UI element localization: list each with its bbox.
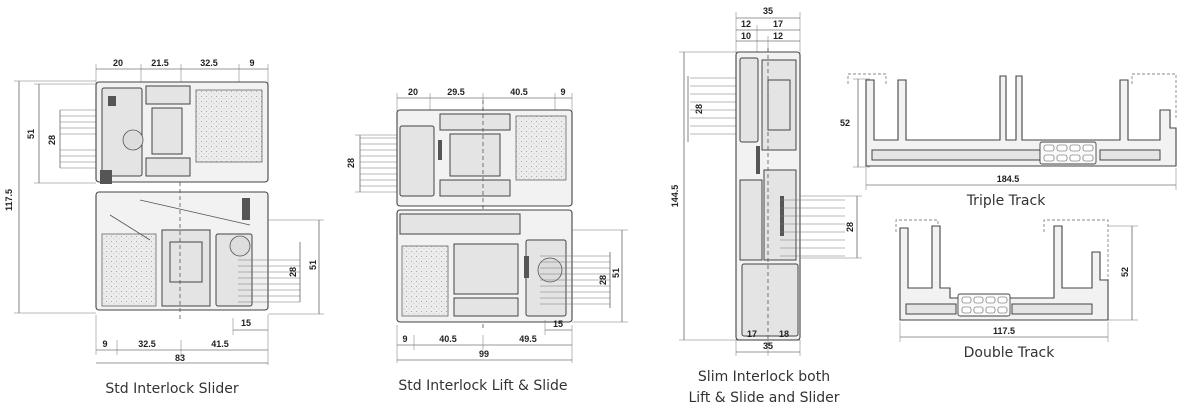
dim-label: 35 (763, 6, 773, 16)
caption-std-interlock-lift-slide: Std Interlock Lift & Slide (398, 378, 567, 394)
dim-label: 51 (26, 129, 36, 139)
double-track-profile (895, 219, 1109, 321)
dim-label: 15 (241, 318, 251, 328)
diagram-std-interlock-slider: 20 21.5 32.5 9 117.5 51 28 (4, 58, 324, 397)
caption-triple-track: Triple Track (966, 193, 1047, 209)
dim-label: 52 (840, 118, 850, 128)
left-dimensions: 28 (346, 134, 400, 193)
dim-label: 32.5 (138, 339, 156, 349)
dim-label: 49.5 (519, 334, 537, 344)
slim-frame-profile (735, 48, 801, 345)
dim-label: 184.5 (997, 174, 1020, 184)
caption-double-track: Double Track (964, 345, 1056, 361)
dim-label: 9 (249, 58, 254, 68)
caption-slim-interlock-line1: Slim Interlock both (698, 369, 830, 385)
dim-label: 28 (47, 135, 57, 145)
dim-label: 51 (611, 268, 621, 278)
width-dimension: 184.5 (865, 168, 1177, 190)
glazing-lower (238, 259, 300, 303)
dim-label: 52 (1120, 267, 1130, 277)
dim-label: 21.5 (151, 58, 169, 68)
dim-label: 28 (288, 267, 298, 277)
bottom-dimensions: 15 9 32.5 41.5 83 (95, 315, 269, 365)
dim-label: 144.5 (670, 185, 680, 208)
dim-label: 9 (402, 334, 407, 344)
dim-label: 9 (102, 339, 107, 349)
dim-label: 40.5 (510, 87, 528, 97)
dim-label: 41.5 (211, 339, 229, 349)
dim-label: 28 (694, 104, 704, 114)
right-dimensions: 51 28 (572, 229, 628, 323)
dim-label: 12 (773, 31, 783, 41)
dim-label: 28 (346, 158, 356, 168)
dim-label: 20 (408, 87, 418, 97)
diagram-std-interlock-lift-slide: 20 29.5 40.5 9 28 (346, 87, 628, 394)
triple-track-profile (847, 73, 1177, 167)
dim-label: 35 (763, 341, 773, 351)
top-dimensions: 35 12 17 10 12 (735, 6, 801, 60)
dim-label: 40.5 (439, 334, 457, 344)
dim-label: 17 (747, 329, 757, 339)
dim-label: 28 (598, 275, 608, 285)
dim-label: 51 (308, 260, 318, 270)
dim-label: 28 (845, 222, 855, 232)
dim-label: 17 (773, 19, 783, 29)
left-dimensions: 117.5 51 28 (4, 80, 96, 314)
thermal-break-double (957, 293, 1011, 317)
diagram-double-track: 52 117.5 Double Track (895, 219, 1138, 361)
height-dimension: 52 (840, 78, 870, 168)
upper-sash-profile (396, 100, 573, 330)
dim-label: 9 (560, 87, 565, 97)
left-dimensions: 144.5 28 (670, 51, 740, 341)
dim-label: 29.5 (447, 87, 465, 97)
dim-label: 32.5 (200, 58, 218, 68)
right-dimensions: 51 28 (268, 219, 324, 315)
dim-label: 18 (779, 329, 789, 339)
dim-label: 117.5 (993, 326, 1015, 336)
glazing-lower (780, 199, 845, 257)
right-dimensions: 28 (800, 195, 862, 259)
glazing-lower (540, 255, 610, 305)
caption-std-interlock-slider: Std Interlock Slider (105, 381, 238, 397)
dim-label: 99 (479, 349, 489, 359)
dim-label: 12 (741, 19, 751, 29)
top-dimensions: 20 21.5 32.5 9 (95, 58, 269, 90)
dim-label: 15 (553, 319, 563, 329)
bottom-dimensions: 15 9 40.5 49.5 99 (396, 319, 573, 363)
dim-label: 83 (175, 353, 185, 363)
width-dimension: 117.5 (899, 322, 1109, 342)
dim-label: 10 (741, 31, 751, 41)
diagram-slim-interlock: 35 12 17 10 12 144.5 28 (670, 6, 862, 406)
height-dimension: 52 (1108, 225, 1138, 321)
bottom-dimensions: 17 18 35 (735, 329, 801, 356)
diagram-triple-track: 52 184.5 Triple Track (840, 73, 1177, 209)
dim-label: 117.5 (4, 189, 14, 211)
caption-slim-interlock-line2: Lift & Slide and Slider (688, 390, 839, 406)
upper-sash-profile (95, 81, 269, 184)
thermal-break-triple (1039, 141, 1097, 165)
lower-sash-profile (396, 209, 573, 323)
dim-label: 20 (113, 58, 123, 68)
lower-sash-profile (95, 182, 269, 320)
